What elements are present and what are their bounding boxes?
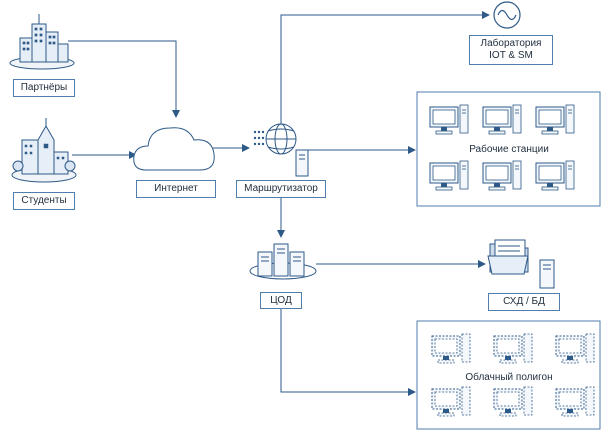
server-icon bbox=[295, 149, 309, 177]
city-icon bbox=[9, 14, 75, 70]
folder-icon bbox=[487, 239, 529, 275]
oscillator-icon bbox=[493, 1, 521, 29]
internet-label: Интернет bbox=[136, 180, 216, 198]
cloud-polygon-caption: Облачный полигон bbox=[465, 372, 553, 383]
storage-server-icon bbox=[539, 259, 555, 289]
globe-icon bbox=[253, 123, 297, 155]
datacenter-to-cloud-arrow bbox=[280, 309, 416, 396]
partners-label: Партнёры bbox=[13, 79, 75, 97]
router-to-iot-arrow bbox=[280, 11, 490, 124]
connectors bbox=[68, 11, 490, 396]
iot-lab-label: Лаборатория IOT & SM bbox=[469, 35, 553, 65]
server-rack-icon bbox=[249, 243, 317, 280]
partners-to-internet-arrow bbox=[68, 40, 180, 118]
campus-icon bbox=[11, 118, 77, 183]
students-label: Студенты bbox=[13, 192, 75, 210]
cloud-icon bbox=[133, 127, 215, 171]
storage-label: СХД / БД bbox=[488, 293, 560, 311]
workstations-caption: Рабочие станции bbox=[469, 144, 549, 155]
datacenter-label: ЦОД bbox=[260, 292, 302, 309]
router-label: Маршрутизатор bbox=[236, 180, 326, 198]
